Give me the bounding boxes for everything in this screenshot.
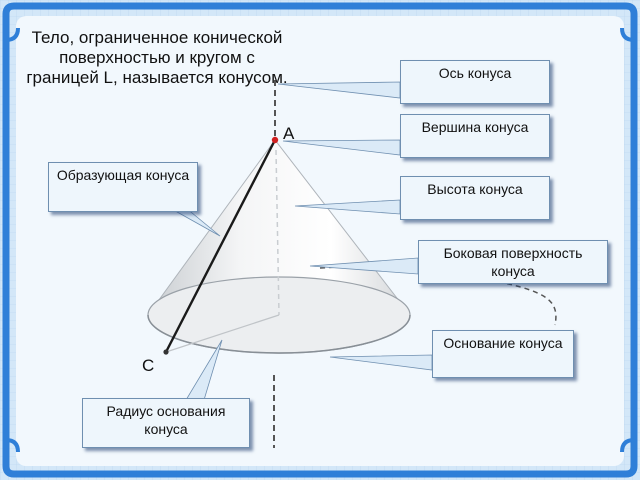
cone-radius-line: [165, 314, 280, 353]
generatrix-callout: Образующая конуса: [48, 162, 198, 212]
height-callout: Высота конуса: [400, 176, 550, 220]
base-point-dot: [163, 349, 169, 355]
cone-axis-inner: [275, 149, 280, 316]
base-callout: Основание конуса: [432, 330, 574, 378]
cone-definition-text: Тело, ограниченное конической поверхност…: [26, 28, 288, 87]
lateral-callout: Боковая поверхность конуса: [418, 240, 608, 284]
apex-label: A: [283, 124, 295, 143]
base-point-label: C: [142, 356, 155, 375]
cone-generatrix-line: [164, 139, 277, 353]
axis-callout: Ось конуса: [400, 60, 550, 104]
cone-base-front-rim: [147, 314, 411, 354]
apex-callout: Вершина конуса: [400, 114, 550, 158]
radius-callout: Радиус основания конуса: [82, 398, 250, 448]
apex-point-dot: [271, 136, 279, 144]
frame-corner-hooks: [5, 27, 635, 453]
